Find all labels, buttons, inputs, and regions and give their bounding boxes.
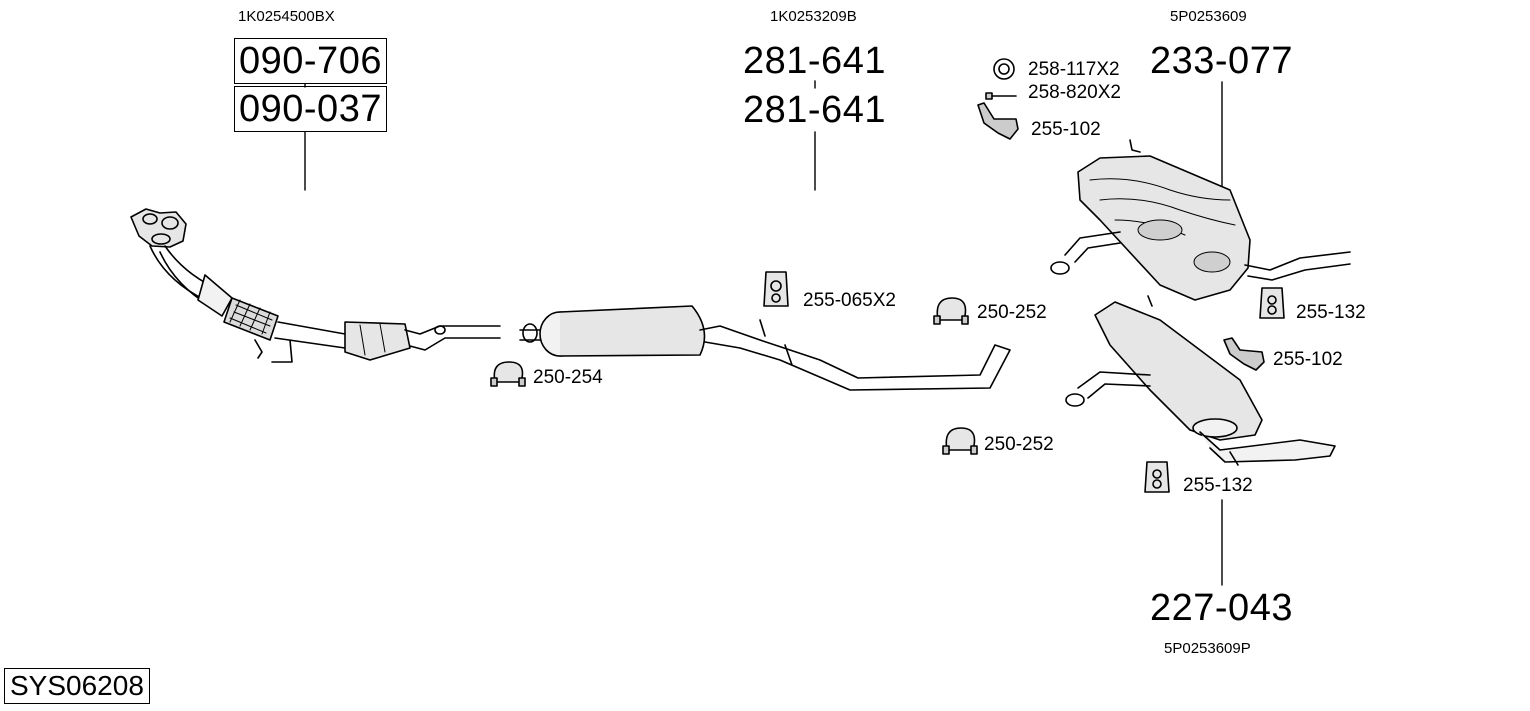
oem-number: 5P0253609 [1170,8,1247,25]
part-number[interactable]: 233-077 [1150,40,1293,82]
rubber-hanger-icon [763,271,789,307]
accessory-label[interactable]: 250-254 [533,367,603,388]
middle-silencer-drawing [519,305,1011,391]
clamp-icon [490,361,526,387]
part-number[interactable]: 281-641 [743,40,886,82]
ring-gasket-icon [993,58,1015,80]
rear-silencer-bottom-drawing [1065,295,1336,466]
accessory-label[interactable]: 258-820X2 [1028,82,1121,103]
leader-lines [304,80,1223,586]
rear-silencer-top-drawing [1050,139,1351,301]
accessory-label[interactable]: 250-252 [977,302,1047,323]
oem-number: 1K0254500BX [238,8,335,25]
oem-number: 1K0253209B [770,8,857,25]
accessory-label[interactable]: 255-065X2 [803,290,896,311]
part-number[interactable]: 281-641 [743,89,886,131]
part-number-box[interactable]: 090-037 [234,86,387,132]
accessory-label[interactable]: 255-132 [1296,302,1366,323]
bolt-icon [985,92,1017,100]
clamp-icon [942,427,978,455]
bracket-icon [977,102,1019,140]
accessory-label[interactable]: 255-102 [1273,349,1343,370]
front-pipe-drawing [130,208,501,363]
accessory-label[interactable]: 250-252 [984,434,1054,455]
rubber-hanger-icon [1144,461,1170,493]
accessory-label[interactable]: 258-117X2 [1028,59,1120,80]
clamp-icon [933,297,969,325]
rubber-hanger-icon [1259,287,1285,319]
bracket-icon [1223,337,1265,371]
accessory-label[interactable]: 255-132 [1183,475,1253,496]
part-number-box[interactable]: 090-706 [234,38,387,84]
system-code-box: SYS06208 [4,668,150,704]
oem-number: 5P0253609P [1164,640,1251,657]
part-number[interactable]: 227-043 [1150,587,1293,629]
accessory-label[interactable]: 255-102 [1031,119,1101,140]
